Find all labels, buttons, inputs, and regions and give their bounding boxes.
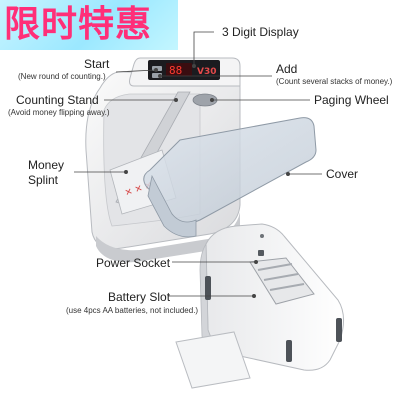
label-cover: Cover	[326, 167, 359, 181]
label-add: Add	[276, 62, 298, 76]
label-counting-stand: Counting Stand	[16, 93, 99, 107]
label-3-digit-display: 3 Digit Display	[222, 25, 299, 39]
label-battery-slot-note: (use 4pcs AA batteries, not included.)	[66, 306, 199, 315]
label-paging-wheel: Paging Wheel	[314, 93, 389, 107]
battery-cover-plate	[175, 331, 251, 389]
counter-bottom-view	[199, 223, 344, 371]
label-battery-slot: Battery Slot	[108, 290, 171, 304]
promo-badge-text: 限时特惠	[4, 4, 153, 45]
model-text: V30	[197, 67, 217, 77]
label-start-note: (New round of counting.)	[18, 72, 106, 81]
cover	[143, 117, 317, 238]
leader-lines	[74, 31, 322, 298]
label-splint: Splint	[28, 173, 59, 187]
label-money: Money	[28, 158, 65, 172]
display-digits: 88	[169, 64, 182, 77]
label-counting-stand-note: (Avoid money flipping away.)	[8, 108, 110, 117]
label-add-note: (Count several stacks of money.)	[276, 77, 393, 86]
promo-badge: 限时特惠	[0, 0, 178, 50]
power-socket-shape	[258, 250, 264, 256]
label-start: Start	[84, 57, 110, 71]
label-power-socket: Power Socket	[96, 256, 171, 270]
